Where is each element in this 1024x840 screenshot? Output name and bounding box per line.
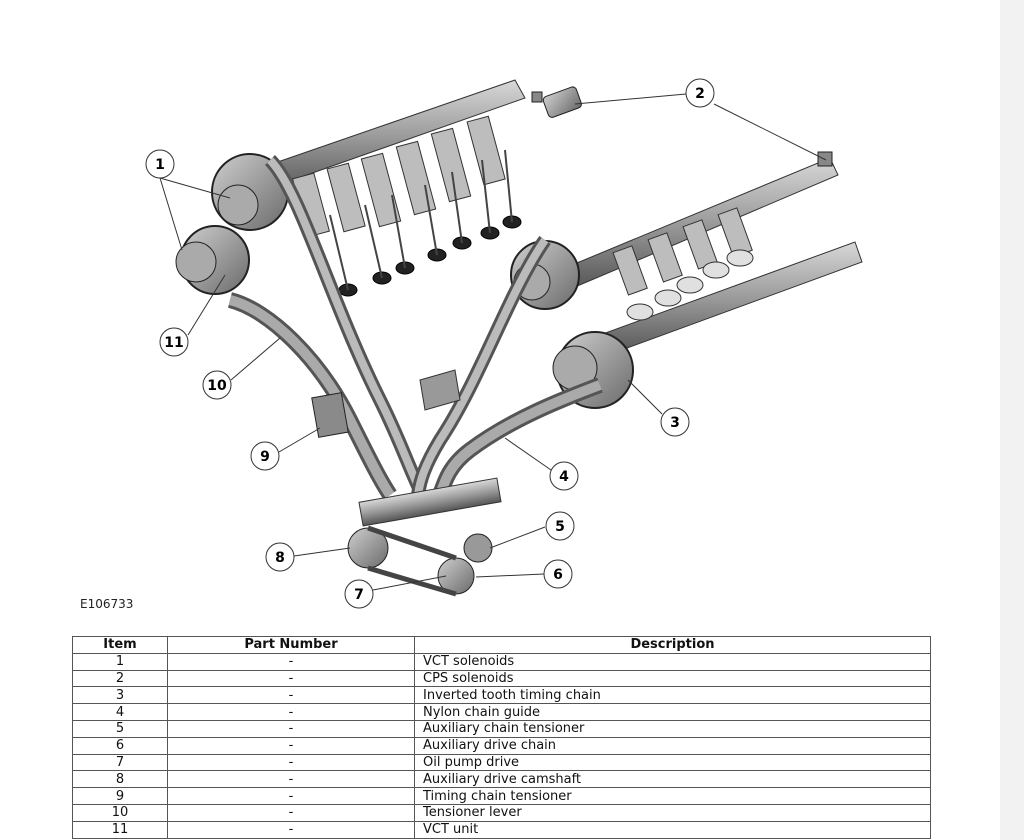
cell-description: Tensioner lever: [414, 803, 931, 822]
cell-description: Auxiliary drive camshaft: [414, 770, 931, 789]
cell-item: 7: [72, 753, 168, 772]
cell-item: 6: [72, 736, 168, 755]
cell-part-number: -: [167, 652, 415, 671]
callout-2: 2: [685, 78, 715, 108]
table-header-row: Item Part Number Description: [72, 636, 931, 654]
callout-7: 7: [344, 579, 374, 609]
camshaft-bank-left: [239, 79, 526, 297]
cell-item: 11: [72, 820, 168, 839]
callout-5: 5: [545, 511, 575, 541]
cell-part-number: -: [167, 770, 415, 789]
table-row: 2 - CPS solenoids: [72, 669, 931, 688]
cell-item: 5: [72, 719, 168, 738]
callout-9: 9: [250, 441, 280, 471]
cell-part-number: -: [167, 703, 415, 721]
figure-id-label: E106733: [80, 597, 134, 611]
cell-description: Nylon chain guide: [414, 703, 931, 721]
cell-part-number: -: [167, 803, 415, 822]
leader-lines: [159, 93, 827, 591]
table-row: 4 - Nylon chain guide: [72, 703, 931, 721]
table-row: 8 - Auxiliary drive camshaft: [72, 770, 931, 789]
svg-text:4: 4: [559, 469, 569, 485]
cell-description: Auxiliary drive chain: [414, 736, 931, 755]
camshaft-bank-right: [559, 157, 863, 356]
cell-item: 10: [72, 803, 168, 822]
auxiliary-drive: [311, 392, 502, 597]
vct-units: [175, 153, 634, 409]
cell-description: Auxiliary chain tensioner: [414, 719, 931, 738]
parts-table: Item Part Number Description 1 - VCT sol…: [72, 636, 931, 839]
svg-text:11: 11: [164, 335, 183, 351]
table-row: 11 - VCT unit: [72, 820, 931, 839]
callout-4: 4: [549, 461, 579, 491]
cell-description: Oil pump drive: [414, 753, 931, 772]
cell-part-number: -: [167, 753, 415, 772]
document-page: 1 2 3 4 5 6 7 8: [0, 0, 1000, 840]
cell-part-number: -: [167, 669, 415, 688]
cell-description: VCT solenoids: [414, 652, 931, 671]
callout-6: 6: [543, 559, 573, 589]
header-description: Description: [414, 636, 931, 654]
cell-description: Timing chain tensioner: [414, 787, 931, 805]
callout-1: 1: [145, 149, 175, 179]
table-row: 7 - Oil pump drive: [72, 753, 931, 772]
svg-text:3: 3: [670, 415, 680, 431]
svg-text:8: 8: [275, 550, 285, 566]
cell-part-number: -: [167, 820, 415, 839]
svg-text:10: 10: [207, 378, 227, 394]
table-row: 6 - Auxiliary drive chain: [72, 736, 931, 755]
svg-text:1: 1: [155, 157, 165, 173]
cell-part-number: -: [167, 686, 415, 705]
svg-text:6: 6: [553, 567, 563, 583]
header-item: Item: [72, 636, 168, 654]
cell-item: 4: [72, 703, 168, 721]
cell-description: Inverted tooth timing chain: [414, 686, 931, 705]
table-row: 3 - Inverted tooth timing chain: [72, 686, 931, 705]
engine-timing-diagram: 1 2 3 4 5 6 7 8: [145, 78, 863, 609]
cell-item: 3: [72, 686, 168, 705]
callout-11: 11: [159, 327, 189, 357]
cell-part-number: -: [167, 736, 415, 755]
cps-solenoid: [531, 86, 833, 167]
cell-part-number: -: [167, 787, 415, 805]
header-part-number: Part Number: [167, 636, 415, 654]
table-row: 1 - VCT solenoids: [72, 652, 931, 671]
timing-chain-assembly: [227, 155, 603, 500]
cell-item: 2: [72, 669, 168, 688]
callout-8: 8: [265, 542, 295, 572]
callout-10: 10: [202, 370, 232, 400]
svg-text:7: 7: [354, 587, 364, 603]
table-row: 9 - Timing chain tensioner: [72, 787, 931, 805]
table-row: 5 - Auxiliary chain tensioner: [72, 719, 931, 738]
svg-text:2: 2: [695, 86, 705, 102]
cell-item: 1: [72, 652, 168, 671]
cell-description: VCT unit: [414, 820, 931, 839]
cell-item: 9: [72, 787, 168, 805]
cell-description: CPS solenoids: [414, 669, 931, 688]
callout-3: 3: [660, 407, 690, 437]
table-row: 10 - Tensioner lever: [72, 803, 931, 822]
svg-text:9: 9: [260, 449, 270, 465]
cell-part-number: -: [167, 719, 415, 738]
svg-text:5: 5: [555, 519, 565, 535]
cell-item: 8: [72, 770, 168, 789]
